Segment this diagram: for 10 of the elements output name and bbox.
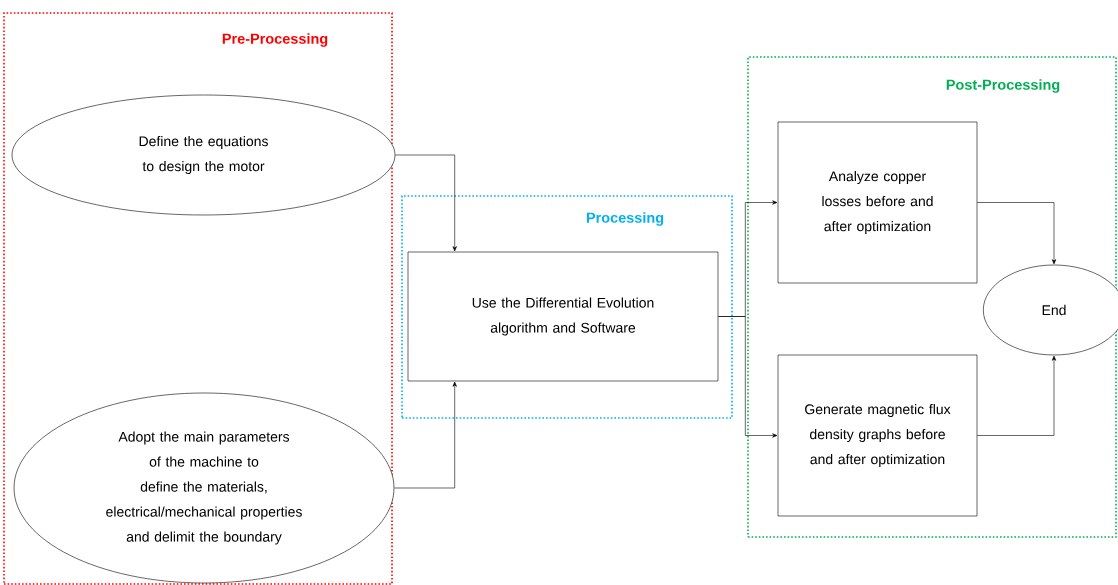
- arrow: [395, 154, 457, 252]
- process-box: Use the Differential Evolution algorithm and Software: [407, 251, 719, 382]
- arrow: [718, 316, 778, 438]
- node-label: Adopt the main parameters of the machine to define the materials, electrical/mechanical properties and delimit the boundary: [106, 431, 302, 545]
- node-label: End: [1042, 304, 1066, 316]
- arrow: [394, 381, 457, 489]
- arrow: [977, 202, 1057, 265]
- process-box: Generate magnetic flux density graphs before and after optimization: [777, 354, 978, 517]
- arrow: [977, 355, 1057, 436]
- process-box: Analyze copper losses before and after optimization: [777, 121, 978, 284]
